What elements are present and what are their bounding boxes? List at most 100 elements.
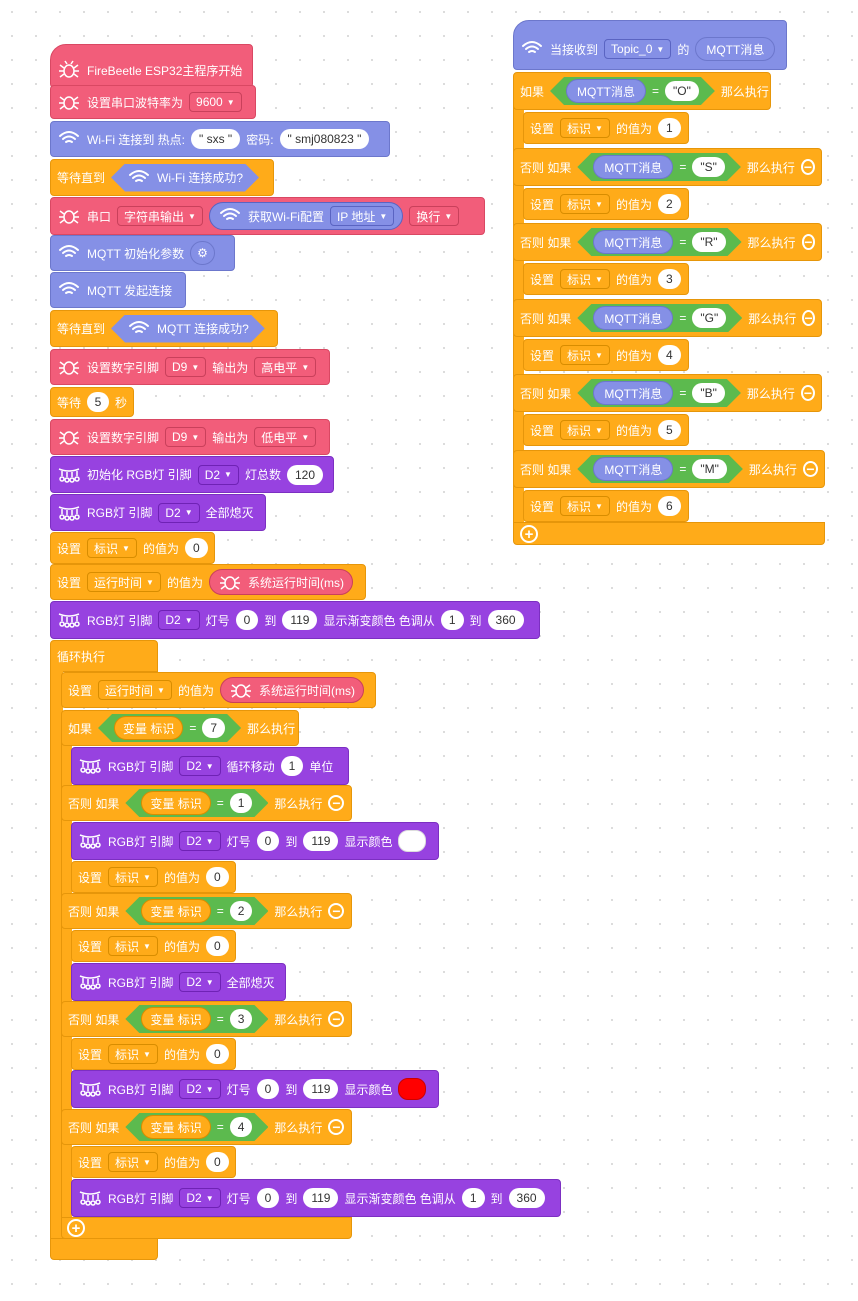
var-flag-reporter[interactable]: 变量 标识 <box>141 899 210 923</box>
set-pin-low-block[interactable]: 设置数字引脚 D9▼ 输出为 低电平▼ <box>50 419 330 455</box>
pin-dropdown[interactable]: D2▼ <box>179 1079 221 1099</box>
value-input[interactable]: 0 <box>205 1044 229 1064</box>
wifi-connect-block[interactable]: Wi-Fi 连接到 热点: " sxs " 密码: " smj080823 " <box>50 121 390 157</box>
equals-condition[interactable]: 变量 标识 = 3 <box>125 1005 268 1033</box>
mqtt-message-reporter[interactable]: MQTT消息 <box>593 306 673 330</box>
equals-condition[interactable]: MQTT消息="O" <box>550 77 715 105</box>
lamp-to-input[interactable]: 119 <box>303 1079 339 1099</box>
hue-from-input[interactable]: 1 <box>461 1188 485 1208</box>
mqtt-init-block[interactable]: MQTT 初始化参数 ⚙ <box>50 235 235 271</box>
mqtt-receive-hat[interactable]: 当接收到 Topic_0▼ 的 MQTT消息 <box>513 20 787 70</box>
variable-dropdown[interactable]: 标识▼ <box>560 194 610 214</box>
compare-value-input[interactable]: 2 <box>230 901 253 921</box>
var-flag-reporter[interactable]: 变量 标识 <box>141 791 210 815</box>
lamp-from-input[interactable]: 0 <box>235 610 259 630</box>
value-input[interactable]: 4 <box>657 345 681 365</box>
compare-string-input[interactable]: "B" <box>692 383 725 403</box>
variable-dropdown[interactable]: 标识▼ <box>108 1152 158 1172</box>
compare-value-input[interactable]: 3 <box>230 1009 253 1029</box>
variable-dropdown[interactable]: 运行时间▼ <box>87 572 161 592</box>
value-input[interactable]: 2 <box>657 194 681 214</box>
color-swatch-white[interactable] <box>398 830 427 852</box>
mqtt-message-reporter[interactable]: MQTT消息 <box>593 155 673 179</box>
pin-dropdown[interactable]: D2▼ <box>158 502 200 523</box>
ip-dropdown[interactable]: IP 地址▼ <box>329 206 395 226</box>
compare-value-input[interactable]: 1 <box>230 793 253 813</box>
variable-dropdown[interactable]: 运行时间▼ <box>98 680 172 700</box>
variable-dropdown[interactable]: 标识▼ <box>108 867 158 887</box>
firebeetle-start-hat[interactable]: FireBeetle ESP32主程序开始 <box>50 44 253 88</box>
mqtt-message-reporter[interactable]: MQTT消息 <box>695 37 776 61</box>
var-flag-reporter[interactable]: 变量 标识 <box>141 1007 210 1031</box>
equals-condition[interactable]: 变量 标识 = 1 <box>125 789 268 817</box>
lamp-from-input[interactable]: 0 <box>256 1188 280 1208</box>
remove-branch-button[interactable]: − <box>802 310 815 326</box>
var-flag-reporter[interactable]: 变量 标识 <box>114 716 183 740</box>
wait-until-wifi-block[interactable]: 等待直到 Wi-Fi 连接成功? <box>50 159 274 196</box>
rgb-gradient-block[interactable]: RGB灯 引脚 D2▼ 灯号 0 到 119 显示渐变颜色 色调从 1 到 36… <box>50 601 540 639</box>
set-runtime-loop-block[interactable]: 设置 运行时间▼ 的值为 系统运行时间(ms) <box>61 672 376 708</box>
rgb-init-block[interactable]: 初始化 RGB灯 引脚 D2▼ 灯总数 120 <box>50 456 334 493</box>
set-flag-block[interactable]: 设置 标识▼ 的值为 0 <box>71 861 236 893</box>
elseif-flag-1-block[interactable]: 否则 如果 变量 标识 = 1 那么执行 − <box>61 785 352 821</box>
wait-until-mqtt-block[interactable]: 等待直到 MQTT 连接成功? <box>50 310 278 347</box>
mqtt-message-reporter[interactable]: MQTT消息 <box>566 79 646 103</box>
elseif-flag-3-block[interactable]: 否则 如果 变量 标识 = 3 那么执行 − <box>61 1001 352 1037</box>
set-baud-block[interactable]: 设置串口波特率为 9600▼ <box>50 85 256 119</box>
topic-dropdown[interactable]: Topic_0▼ <box>604 39 672 59</box>
compare-string-input[interactable]: "R" <box>692 232 725 252</box>
lamp-from-input[interactable]: 0 <box>256 1079 280 1099</box>
equals-condition[interactable]: MQTT消息="M" <box>577 455 743 483</box>
equals-condition[interactable]: 变量 标识 = 4 <box>125 1113 268 1141</box>
value-input[interactable]: 0 <box>205 1152 229 1172</box>
pin-dropdown[interactable]: D2▼ <box>179 1188 221 1208</box>
baud-dropdown[interactable]: 9600▼ <box>189 92 242 112</box>
forever-loop-block[interactable]: 循环执行 <box>50 640 158 672</box>
value-input[interactable]: 0 <box>205 867 229 887</box>
remove-branch-button[interactable]: − <box>328 1119 345 1135</box>
value-input[interactable]: 0 <box>184 538 208 558</box>
rgb-all-off-block[interactable]: RGB灯 引脚 D2▼ 全部熄灭 <box>71 963 286 1001</box>
rotate-amount-input[interactable]: 1 <box>280 756 304 776</box>
wifi-ok-condition[interactable]: Wi-Fi 连接成功? <box>111 164 259 192</box>
rgb-all-off-block[interactable]: RGB灯 引脚 D2▼ 全部熄灭 <box>50 494 266 531</box>
serial-mode-dropdown[interactable]: 字符串输出▼ <box>117 206 203 226</box>
color-swatch-red[interactable] <box>398 1078 427 1100</box>
lamp-from-input[interactable]: 0 <box>256 831 280 851</box>
rgb-set-color-white-block[interactable]: RGB灯 引脚 D2▼ 灯号 0 到 119 显示颜色 <box>71 822 439 860</box>
remove-branch-button[interactable]: − <box>802 461 818 477</box>
ssid-input[interactable]: " sxs " <box>191 129 241 149</box>
system-runtime-reporter[interactable]: 系统运行时间(ms) <box>219 677 364 703</box>
remove-branch-button[interactable]: − <box>801 234 815 250</box>
gear-button[interactable]: ⚙ <box>190 241 215 265</box>
level-dropdown[interactable]: 低电平▼ <box>254 427 317 447</box>
var-flag-reporter[interactable]: 变量 标识 <box>141 1115 210 1139</box>
variable-dropdown[interactable]: 标识▼ <box>560 118 610 138</box>
hue-to-input[interactable]: 360 <box>487 610 524 630</box>
lamp-to-input[interactable]: 119 <box>303 831 339 851</box>
compare-string-input[interactable]: "M" <box>692 459 727 479</box>
level-dropdown[interactable]: 高电平▼ <box>254 357 317 377</box>
system-runtime-reporter[interactable]: 系统运行时间(ms) <box>208 569 353 595</box>
add-branch-button[interactable]: + <box>67 1219 85 1237</box>
total-input[interactable]: 120 <box>286 464 323 485</box>
rgb-rotate-block[interactable]: RGB灯 引脚 D2▼ 循环移动 1 单位 <box>71 747 349 785</box>
lamp-to-input[interactable]: 119 <box>282 610 318 630</box>
remove-branch-button[interactable]: − <box>800 385 815 401</box>
serial-print-block[interactable]: 串口 字符串输出▼ 获取Wi-Fi配置 IP 地址▼ 换行▼ <box>50 197 485 235</box>
pin-dropdown[interactable]: D2▼ <box>158 610 200 630</box>
elseif-flag-2-block[interactable]: 否则 如果 变量 标识 = 2 那么执行 − <box>61 893 352 929</box>
equals-condition[interactable]: MQTT消息="R" <box>577 228 741 256</box>
set-flag-block[interactable]: 设置 标识▼ 的值为 0 <box>50 532 215 564</box>
